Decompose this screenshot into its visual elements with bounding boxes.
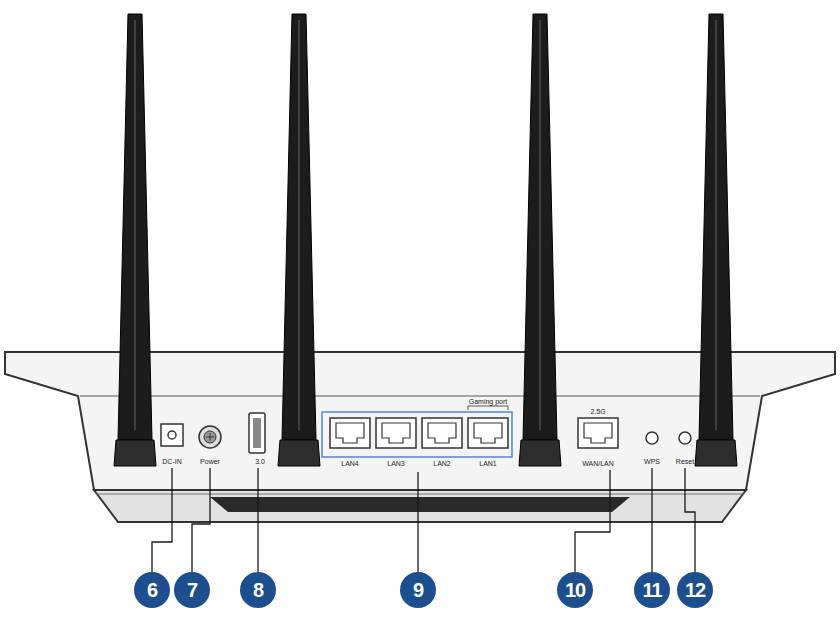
port-label: Reset (676, 458, 694, 465)
port-label: 3.0 (255, 458, 265, 465)
port-label: LAN1 (479, 460, 497, 467)
port-note: 2.5G (590, 408, 605, 415)
port-note: Gaming port (469, 398, 508, 405)
port-label: LAN2 (433, 460, 451, 467)
callout-number: 7 (174, 572, 210, 608)
callout-number: 8 (240, 572, 276, 608)
port-label: LAN3 (387, 460, 405, 467)
callout-number: 9 (400, 572, 436, 608)
port-label: LAN4 (341, 460, 359, 467)
port-label: Power (200, 458, 220, 465)
callout-number: 11 (634, 572, 670, 608)
port-label: WPS (644, 458, 660, 465)
callout-number: 6 (134, 572, 170, 608)
callout-number: 10 (557, 572, 593, 608)
port-label: WAN/LAN (582, 460, 614, 467)
callout-number: 12 (677, 572, 713, 608)
port-label: DC-IN (162, 458, 181, 465)
